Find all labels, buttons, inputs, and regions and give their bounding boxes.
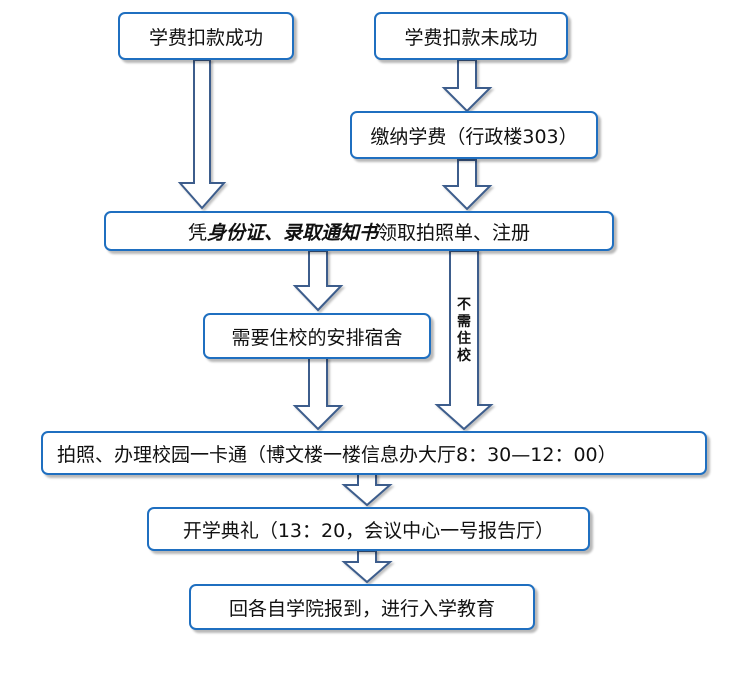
- arrow-register-to-photocard: [434, 250, 494, 431]
- register-prefix: 凭: [187, 221, 207, 244]
- arrow-unpaid-to-payfee: [441, 59, 493, 113]
- register-suffix: 领取拍照单、注册: [378, 221, 531, 244]
- node-fee-unpaid-label: 学费扣款未成功: [404, 26, 538, 49]
- node-fee-paid-label: 学费扣款成功: [148, 26, 263, 49]
- edge-label-no-boarding: 不需住校: [457, 297, 471, 364]
- node-fee-paid: 学费扣款成功: [118, 12, 294, 60]
- arrow-register-to-dorm: [292, 250, 344, 312]
- node-register: 凭身份证、录取通知书领取拍照单、注册: [104, 211, 614, 251]
- arrow-photocard-to-ceremony: [341, 473, 393, 507]
- node-dorm-label: 需要住校的安排宿舍: [231, 326, 403, 349]
- node-fee-unpaid: 学费扣款未成功: [374, 12, 568, 60]
- node-ceremony: 开学典礼（13：20，会议中心一号报告厅）: [147, 507, 590, 551]
- node-dorm: 需要住校的安排宿舍: [203, 313, 431, 359]
- node-pay-fee: 缴纳学费（行政楼303）: [350, 111, 598, 159]
- node-photo-card-label: 拍照、办理校园一卡通（博文楼一楼信息办大厅8：30—12：00）: [57, 443, 617, 466]
- arrow-dorm-to-photocard: [292, 357, 344, 431]
- node-report-label: 回各自学院报到，进行入学教育: [228, 597, 495, 620]
- node-ceremony-label: 开学典礼（13：20，会议中心一号报告厅）: [182, 519, 555, 542]
- arrow-paid-to-register: [177, 59, 227, 210]
- node-report: 回各自学院报到，进行入学教育: [189, 584, 535, 630]
- register-documents: 身份证、录取通知书: [206, 221, 378, 244]
- arrow-payfee-to-register: [441, 159, 493, 211]
- node-photo-card: 拍照、办理校园一卡通（博文楼一楼信息办大厅8：30—12：00）: [41, 431, 707, 475]
- arrow-ceremony-to-report: [341, 550, 393, 584]
- node-pay-fee-label: 缴纳学费（行政楼303）: [370, 125, 578, 148]
